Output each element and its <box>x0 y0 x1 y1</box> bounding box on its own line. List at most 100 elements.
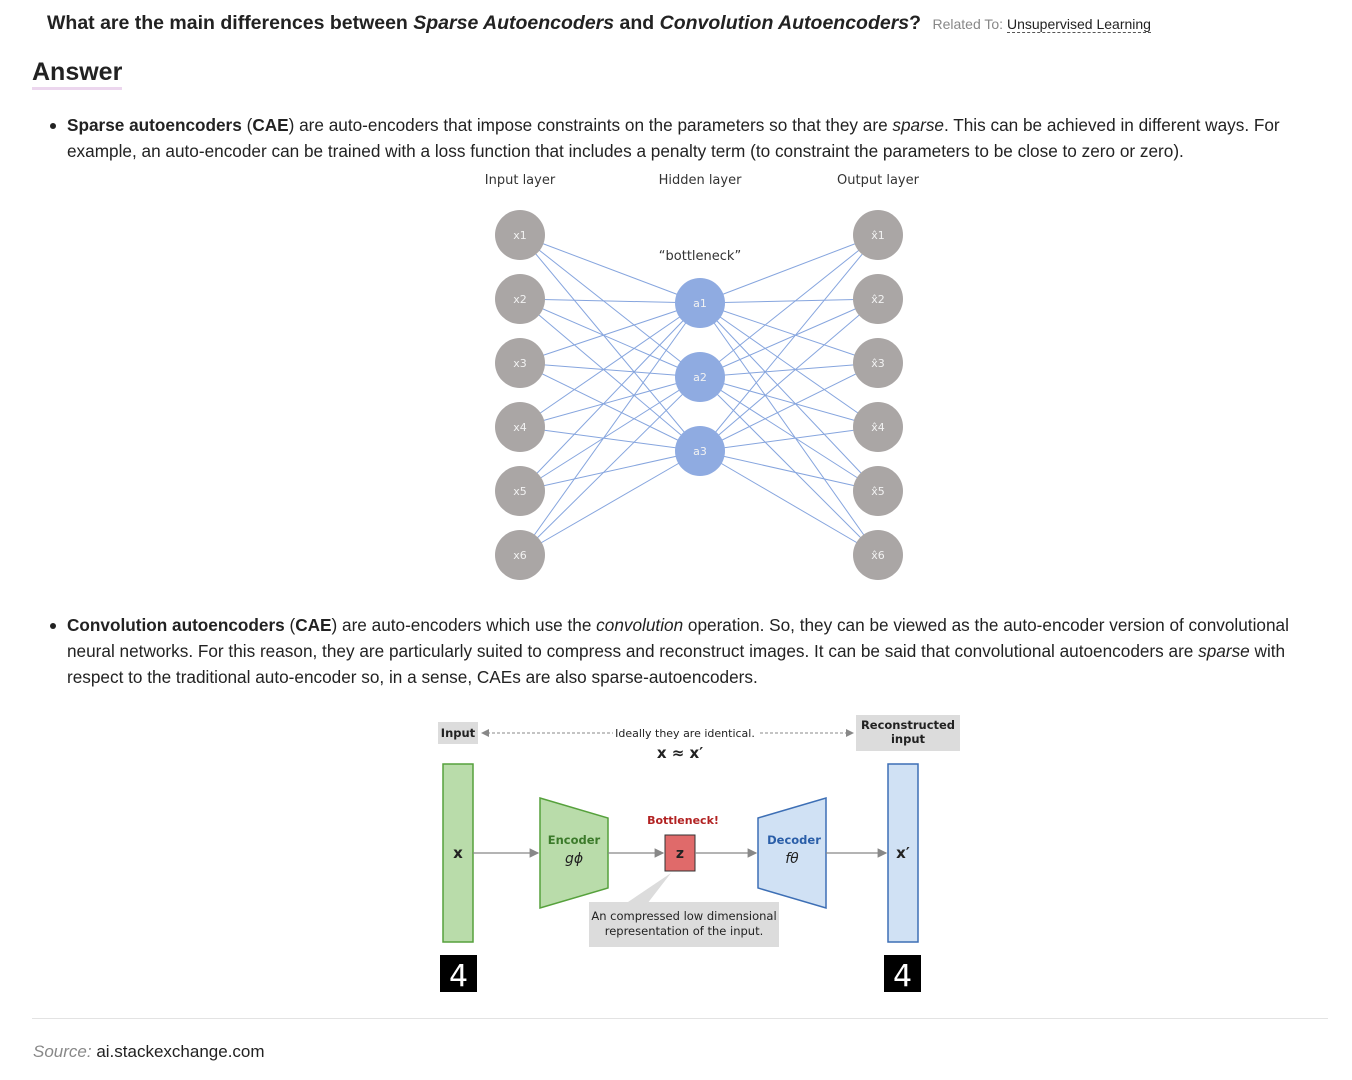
input-digit-image <box>440 955 477 992</box>
edge-hid-2-out-1 <box>699 234 879 378</box>
edge-in-2-hid-3 <box>519 298 701 452</box>
edge-in-6-hid-1 <box>519 302 701 556</box>
z-latent-box <box>664 834 696 872</box>
network-edges <box>519 234 879 556</box>
edge-in-1-hid-2 <box>519 234 701 378</box>
callout-pointer <box>625 873 671 904</box>
output-node-5 <box>853 466 903 516</box>
edge-in-1-hid-3 <box>519 234 701 452</box>
output-node-4 <box>853 402 903 452</box>
item1-text-a: ) are auto-encoders that impose constrai… <box>288 115 893 135</box>
item1-text-b: . This can be achieved in different ways… <box>67 115 1280 161</box>
output-node-6 <box>853 530 903 580</box>
input-label-box <box>438 722 478 744</box>
item1-bold: Sparse autoencoders <box>67 115 242 135</box>
input-label: Input <box>441 726 476 740</box>
question-term-sparse: Sparse Autoencoders <box>413 12 615 34</box>
edge-in-1-hid-1 <box>519 234 701 304</box>
output-node-4-label: x̂4 <box>871 421 885 434</box>
edge-hid-2-out-3 <box>699 362 879 378</box>
edge-hid-3-out-4 <box>699 426 879 452</box>
answer-heading: Answer <box>32 58 123 90</box>
hidden-node-2 <box>675 352 725 402</box>
item2-italic-1: convolution <box>596 615 684 635</box>
encoder-trapezoid <box>539 796 609 910</box>
output-node-2 <box>853 274 903 324</box>
question-term-convolution: Convolution Autoencoders <box>659 12 910 34</box>
input-vector-bar <box>442 763 474 943</box>
edge-hid-2-out-4 <box>699 376 879 428</box>
ideal-formula: x ≈ x′ <box>657 744 703 762</box>
edge-hid-2-out-2 <box>699 298 879 378</box>
item2-bold: Convolution autoencoders <box>67 615 285 635</box>
input-node-2-label: x2 <box>513 293 527 306</box>
decoder-trapezoid <box>757 796 827 910</box>
decoder-label: Decoder <box>767 833 821 847</box>
question-prefix: What are the main differences between <box>47 12 414 34</box>
callout-line2: representation of the input. <box>605 924 764 938</box>
edge-hid-1-out-1 <box>699 234 879 304</box>
output-node-3 <box>853 338 903 388</box>
input-node-5-label: x5 <box>513 485 527 498</box>
bullet-2 <box>50 623 56 629</box>
edge-hid-3-out-1 <box>699 234 879 452</box>
item2-paren: ( <box>284 615 296 635</box>
edge-in-6-hid-3 <box>519 450 701 556</box>
output-digit: 4 <box>893 959 912 994</box>
question-suffix: ? <box>909 12 922 34</box>
edge-in-2-hid-1 <box>519 298 701 304</box>
output-node-2-label: x̂2 <box>871 293 885 306</box>
output-vector-bar <box>887 763 919 943</box>
edge-hid-3-out-3 <box>699 362 879 452</box>
encoder-function: gϕ <box>565 851 583 867</box>
hidden-node-3-label: a3 <box>693 445 707 458</box>
autoencoder-network-diagram: Input layer Hidden layer Output layer “b… <box>485 173 920 580</box>
related-label: Related To: <box>932 16 1004 32</box>
answer-item-convolution: Convolution autoencoders (CAE) are auto-… <box>67 612 1317 690</box>
input-node-5 <box>495 466 545 516</box>
callout-box <box>589 902 779 947</box>
hidden-node-1-label: a1 <box>693 297 707 310</box>
item1-abbr: CAE <box>252 115 289 135</box>
hidden-node-3 <box>675 426 725 476</box>
related-topic-link[interactable]: Unsupervised Learning <box>1006 16 1151 33</box>
output-node-5-label: x̂5 <box>871 485 885 498</box>
edge-in-5-hid-2 <box>519 376 701 492</box>
reconstructed-label-line2: input <box>891 732 926 746</box>
item2-abbr: CAE <box>295 615 332 635</box>
edge-in-5-hid-1 <box>519 302 701 492</box>
convolutional-autoencoder-diagram: Input Reconstructed input Ideally they a… <box>438 715 960 994</box>
source-label: Source: <box>33 1042 92 1061</box>
input-node-3-label: x3 <box>513 357 527 370</box>
output-layer-label: Output layer <box>837 173 920 188</box>
input-digit: 4 <box>449 959 468 994</box>
ideal-text: Ideally they are identical. <box>615 727 755 740</box>
edge-hid-1-out-2 <box>699 298 879 304</box>
reconstructed-label-box <box>856 715 960 751</box>
output-node-3-label: x̂3 <box>871 357 885 370</box>
edge-hid-3-out-2 <box>699 298 879 452</box>
input-layer-label: Input layer <box>485 173 556 188</box>
item2-text-a: ) are auto-encoders which use the <box>331 615 597 635</box>
edge-hid-3-out-5 <box>699 450 879 492</box>
encoder-label: Encoder <box>548 833 601 847</box>
edge-in-4-hid-1 <box>519 302 701 428</box>
output-node-1-label: x̂1 <box>871 229 885 242</box>
output-node-6-label: x̂6 <box>871 549 885 562</box>
edge-hid-3-out-6 <box>699 450 879 556</box>
hidden-node-1 <box>675 278 725 328</box>
edge-in-3-hid-3 <box>519 362 701 452</box>
output-node-1 <box>853 210 903 260</box>
input-node-3 <box>495 338 545 388</box>
item2-text-c: with respect to the traditional auto-enc… <box>67 641 1286 687</box>
item1-italic: sparse <box>892 115 944 135</box>
decoder-function: fθ <box>785 851 799 867</box>
source-value: ai.stackexchange.com <box>96 1042 265 1061</box>
output-xprime-label: x′ <box>896 844 910 862</box>
z-label: z <box>676 846 684 862</box>
edge-hid-1-out-6 <box>699 302 879 556</box>
input-node-1 <box>495 210 545 260</box>
edge-in-2-hid-2 <box>519 298 701 378</box>
output-digit-image <box>884 955 921 992</box>
